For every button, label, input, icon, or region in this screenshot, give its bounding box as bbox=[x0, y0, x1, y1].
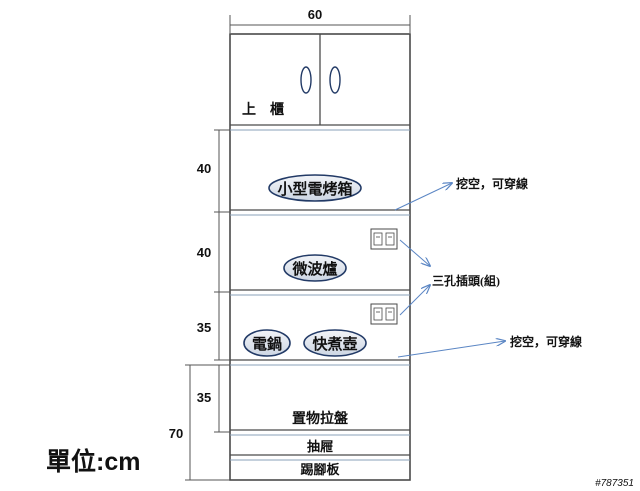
right-door-handle-icon bbox=[329, 66, 341, 94]
drawer-zone-height-label: 35 bbox=[197, 390, 211, 405]
socket-upper-arrow-icon bbox=[399, 239, 430, 266]
rice-cooker-label-group: 電鍋 bbox=[243, 329, 291, 357]
kettle-label-group: 快煮壺 bbox=[303, 329, 367, 357]
shelf-1-height-label: 40 bbox=[197, 161, 211, 176]
cutout-1-arrow-icon bbox=[394, 183, 452, 211]
socket-lower-arrow-icon bbox=[399, 285, 430, 316]
watermark-label: #787351 bbox=[595, 478, 634, 489]
left-door-handle-icon bbox=[300, 66, 312, 94]
pull-tray-label: 置物拉盤 bbox=[292, 410, 349, 427]
cutout-1-label: 挖空，可穿線 bbox=[456, 176, 528, 191]
kickboard-label: 踢腳板 bbox=[300, 462, 340, 477]
lower-total-height-label: 70 bbox=[169, 426, 183, 441]
socket-label: 三孔插頭(組) bbox=[432, 273, 500, 288]
drawer-label: 抽屜 bbox=[307, 439, 333, 454]
cutout-2-label: 挖空，可穿線 bbox=[510, 334, 582, 349]
width-label: 60 bbox=[308, 7, 322, 22]
toaster-oven-label: 小型電烤箱 bbox=[277, 180, 352, 198]
shelf-2-height-label: 40 bbox=[197, 245, 211, 260]
width-dimension: 60 bbox=[229, 7, 411, 33]
door-handles bbox=[300, 66, 341, 94]
microwave-label: 微波爐 bbox=[291, 260, 337, 278]
cutout-2-arrow-icon bbox=[397, 341, 505, 358]
shelf-3-height-label: 35 bbox=[197, 320, 211, 335]
left-dimensions bbox=[185, 129, 230, 481]
socket-icon-upper bbox=[370, 228, 398, 250]
upper-cabinet-label: 上 櫃 bbox=[242, 101, 284, 118]
toaster-oven-label-group: 小型電烤箱 bbox=[268, 174, 362, 202]
microwave-label-group: 微波爐 bbox=[283, 254, 347, 282]
unit-label: 單位:cm bbox=[46, 447, 140, 476]
kettle-label: 快煮壺 bbox=[312, 335, 357, 353]
cabinet-body bbox=[229, 33, 411, 481]
rice-cooker-label: 電鍋 bbox=[252, 335, 282, 353]
socket-icon-lower bbox=[370, 303, 398, 325]
